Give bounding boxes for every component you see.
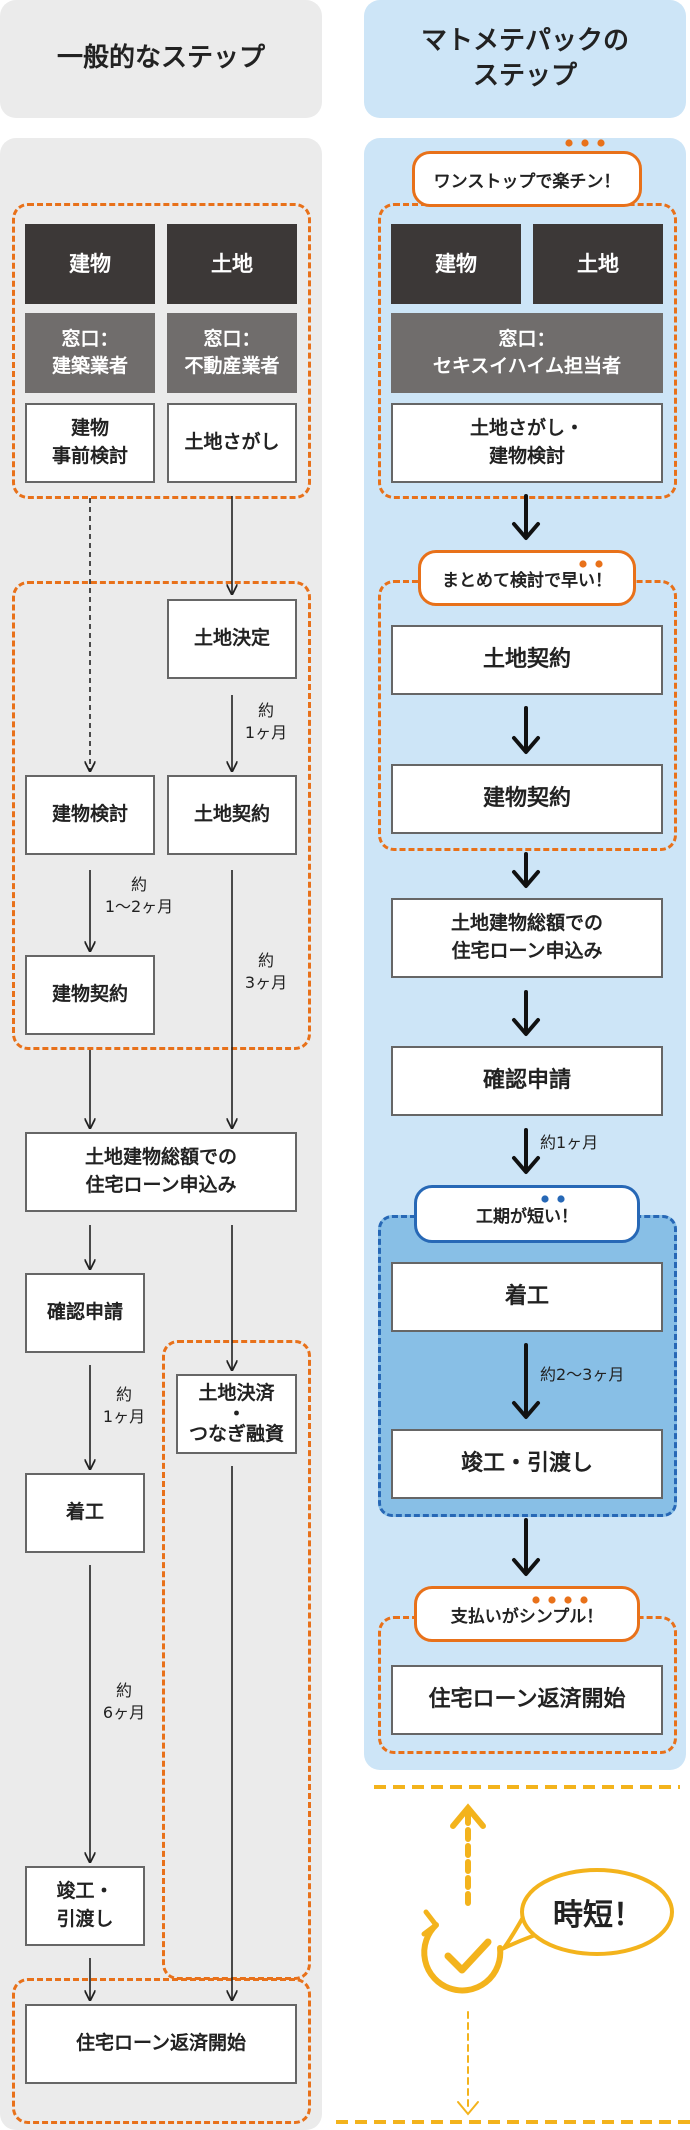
callout-simple: 支払いがシンプル！ [414,1586,640,1642]
left-land-search: 土地さがし [167,403,297,483]
left-building-contract: 建物契約 [25,955,155,1035]
left-completion: 竣工・ 引渡し [25,1866,145,1946]
right-loan-application: 土地建物総額での 住宅ローン申込み [391,898,663,978]
left-loan-application: 土地建物総額での 住宅ローン申込み [25,1132,297,1212]
left-repayment: 住宅ローン返済開始 [25,2004,297,2084]
dot-simple-2 [548,1596,556,1604]
left-note-1month-b: 約 1ヶ月 [102,1385,146,1427]
bold-arrow-5 [512,1128,540,1174]
left-note-1-2months: 約 1〜2ヶ月 [104,875,174,917]
left-land-settlement: 土地決済 ・ つなぎ融資 [176,1374,297,1454]
left-note-3months: 約 3ヶ月 [244,951,288,993]
left-building-review: 建物検討 [25,775,155,855]
clock-check-icon [421,1909,504,1994]
right-building-contract: 建物契約 [391,764,663,834]
callout-fast: まとめて検討で早い！ [418,550,636,606]
callout-onestop: ワンストップで楽チン！ [412,151,642,207]
dot-simple-1 [532,1596,540,1604]
left-header-building: 建物 [25,224,155,304]
right-header-land: 土地 [533,224,663,304]
up-arrow-icon [450,1803,486,1913]
dot-onestop-1 [565,139,573,147]
right-repayment: 住宅ローン返済開始 [391,1665,663,1735]
right-note-2-3months: 約2〜3ヶ月 [540,1365,625,1384]
left-note-6months: 約 6ヶ月 [102,1681,146,1723]
dot-fast-1 [579,560,587,568]
left-group-top [12,203,311,499]
left-header-land: 土地 [167,224,297,304]
bold-arrow-1 [512,494,540,540]
right-confirmation: 確認申請 [391,1046,663,1116]
speech-bubble-icon [498,1868,674,1956]
bold-arrow-2 [512,706,540,754]
bold-arrow-7 [512,1518,540,1576]
left-group-middle [12,581,311,1050]
left-group-bottom [12,1978,311,2124]
bold-arrow-4 [512,990,540,1036]
jitan-label: 時短！ [553,1898,643,1933]
right-note-1month: 約1ヶ月 [540,1133,599,1152]
dot-onestop-2 [581,139,589,147]
left-note-1month: 約 1ヶ月 [244,701,288,743]
dot-simple-3 [564,1596,572,1604]
left-window-realtor: 窓口： 不動産業者 [167,313,297,393]
callout-short: 工期が短い！ [414,1185,640,1243]
dot-fast-2 [595,560,603,568]
left-column-title: 一般的なステップ [0,0,322,118]
bold-arrow-3 [512,852,540,888]
left-window-builder: 窓口： 建築業者 [25,313,155,393]
right-construction-start: 着工 [391,1262,663,1332]
left-land-decision: 土地決定 [167,599,297,679]
dot-short-2 [557,1195,565,1203]
right-column-title: マトメテパックの ステップ [364,0,686,118]
dot-short-1 [541,1195,549,1203]
right-completion: 竣工・引渡し [391,1429,663,1499]
left-confirmation: 確認申請 [25,1273,145,1353]
left-construction-start: 着工 [25,1473,145,1553]
right-land-contract: 土地契約 [391,625,663,695]
right-window-sekisui: 窓口： セキスイハイム担当者 [391,313,663,393]
left-building-precheck: 建物 事前検討 [25,403,155,483]
dot-simple-4 [580,1596,588,1604]
left-land-contract: 土地契約 [167,775,297,855]
bold-arrow-6 [512,1343,540,1419]
right-search-review: 土地さがし・ 建物検討 [391,403,663,483]
right-header-building: 建物 [391,224,521,304]
down-arrow-icon [457,2011,479,2116]
dot-onestop-3 [597,139,605,147]
